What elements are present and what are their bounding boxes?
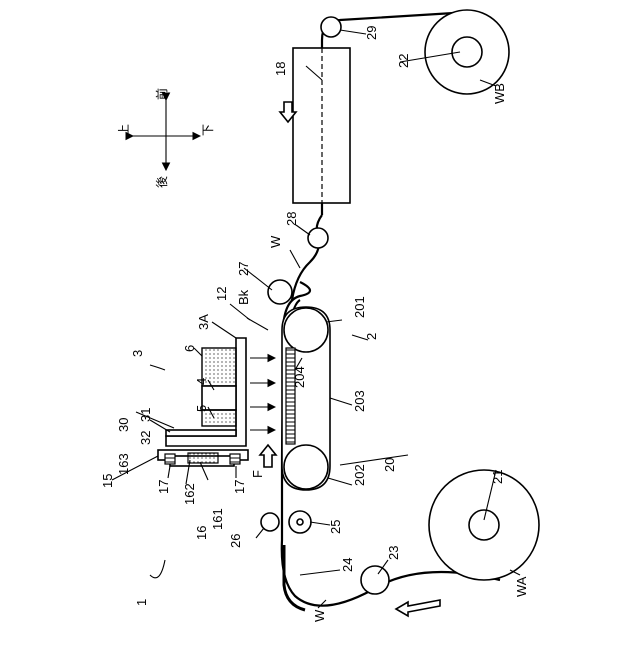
label-20: 20 — [382, 458, 397, 472]
roller-202 — [284, 445, 328, 489]
label-17-left: 17 — [156, 480, 171, 494]
roller-29 — [321, 17, 341, 37]
roller-28 — [308, 228, 328, 248]
supply-roll-wa — [429, 470, 539, 580]
label-3a: 3A — [196, 314, 211, 330]
label-21: 21 — [490, 470, 505, 484]
belt-conveyor-20 — [282, 307, 330, 490]
label-6: 6 — [182, 345, 197, 352]
label-161: 161 — [210, 508, 225, 530]
compass-front-label: 前 — [154, 88, 169, 100]
direction-compass: 上 下 前 後 — [117, 88, 215, 188]
label-30: 30 — [116, 418, 131, 432]
label-32: 32 — [138, 431, 153, 445]
label-203: 203 — [352, 390, 367, 412]
label-1: 1 — [134, 599, 149, 606]
takeup-roll-wb — [425, 10, 509, 94]
roll-21 — [469, 510, 499, 540]
label-23: 23 — [386, 546, 401, 560]
label-25: 25 — [328, 520, 343, 534]
compass-down-label: 下 — [201, 124, 215, 136]
roller-23 — [361, 566, 389, 594]
label-18: 18 — [273, 62, 288, 76]
head-unit-3 — [166, 338, 275, 446]
roller-27 — [268, 280, 292, 304]
label-163: 163 — [116, 453, 131, 475]
label-2: 2 — [364, 333, 379, 340]
label-16: 16 — [194, 526, 209, 540]
plate-31 — [166, 430, 236, 436]
label-162: 162 — [182, 483, 197, 505]
roller-201 — [284, 308, 328, 352]
label-29: 29 — [364, 26, 379, 40]
label-24: 24 — [340, 558, 355, 572]
compass-up-label: 上 — [117, 124, 131, 136]
conveyance-arrow-lower — [396, 600, 440, 616]
roller-25-axle — [297, 519, 303, 525]
label-f: F — [250, 470, 265, 478]
label-wa: WA — [514, 576, 529, 597]
seal-17-left — [165, 454, 175, 464]
label-202: 202 — [352, 464, 367, 486]
label-204: 204 — [292, 366, 307, 388]
label-15: 15 — [100, 474, 115, 488]
compass-back-label: 後 — [155, 176, 169, 188]
label-w-lower: W — [312, 609, 327, 622]
label-bk: Bk — [236, 289, 251, 305]
cap-unit-15 — [158, 450, 248, 466]
label-w-upper: W — [268, 235, 283, 248]
label-12: 12 — [214, 287, 229, 301]
dryer-18 — [280, 48, 350, 203]
seal-17-right — [230, 454, 240, 464]
label-5: 5 — [194, 405, 209, 412]
label-26: 26 — [228, 534, 243, 548]
suction-platen-204 — [286, 348, 295, 444]
cap-162 — [188, 453, 218, 463]
label-28: 28 — [284, 212, 299, 226]
feed-arrow-f — [260, 445, 276, 467]
label-3: 3 — [130, 350, 145, 357]
label-4: 4 — [194, 378, 209, 385]
label-201: 201 — [352, 296, 367, 318]
label-17-right: 17 — [232, 480, 247, 494]
label-31: 31 — [138, 408, 153, 422]
label-22: 22 — [396, 54, 411, 68]
roll-22 — [452, 37, 482, 67]
label-27: 27 — [236, 262, 251, 276]
label-wb: WB — [492, 83, 507, 104]
